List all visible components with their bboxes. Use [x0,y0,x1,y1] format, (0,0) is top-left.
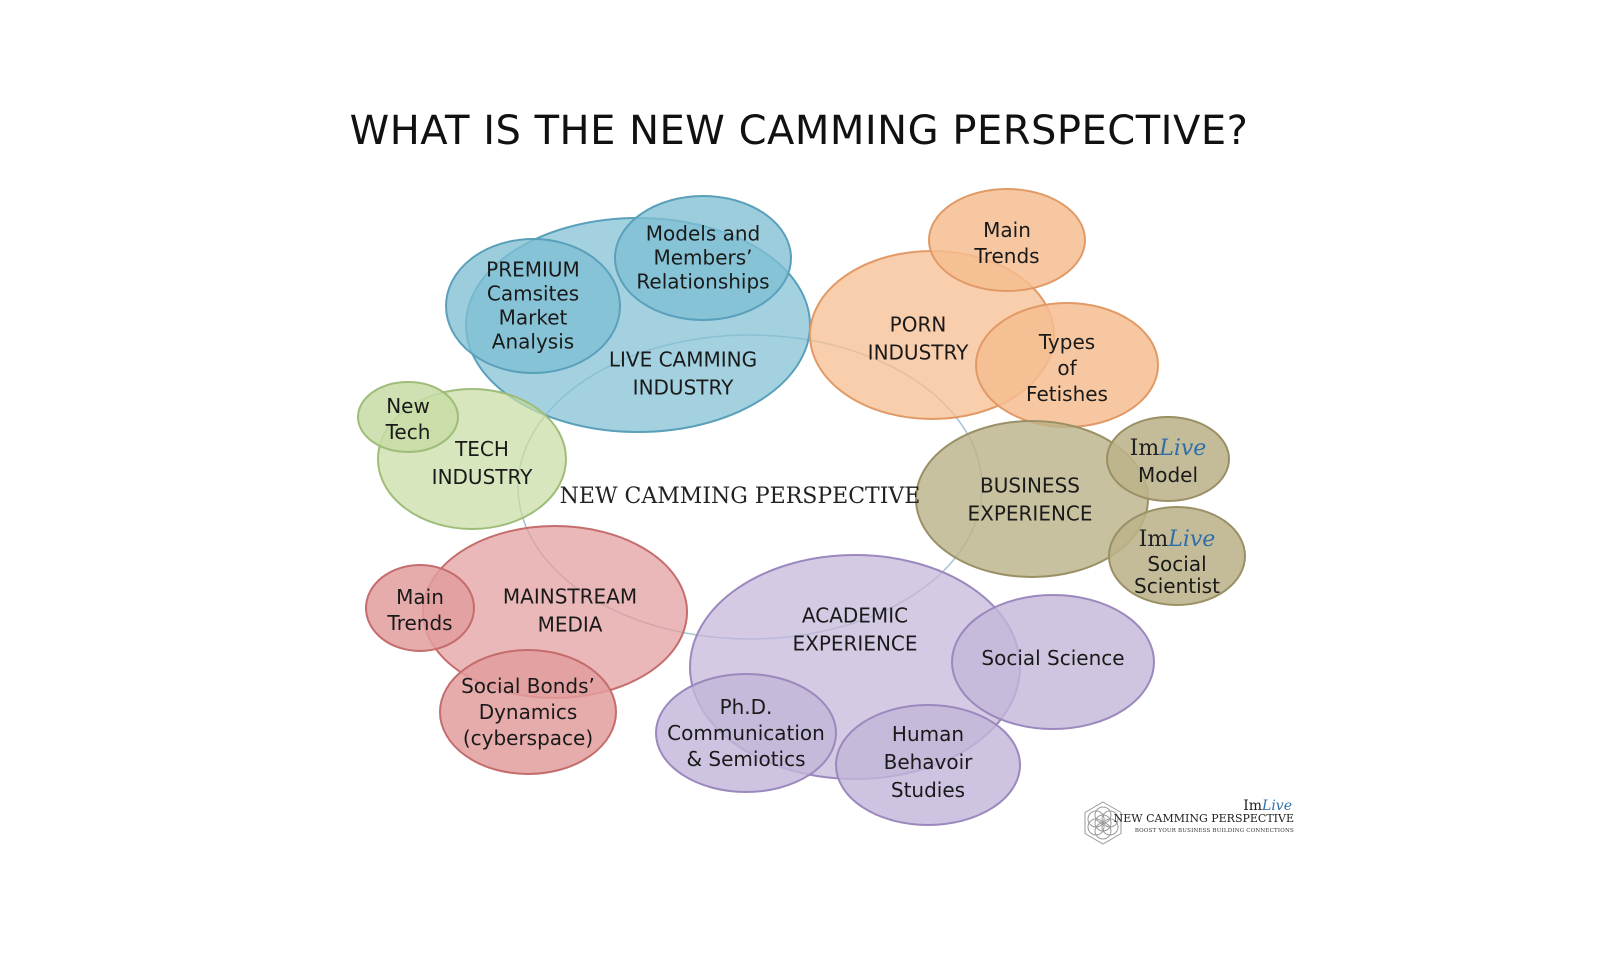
label-fetishes-line: of [1057,356,1077,380]
label-live-camming-line: LIVE CAMMING [609,347,757,371]
label-porn-trends-line: Trends [973,244,1039,268]
label-mainstream-line: MEDIA [538,612,603,636]
label-premium-line: Analysis [492,330,574,354]
label-imlive-scientist: ImLive Social Scientist [1134,527,1220,598]
bubble-premium[interactable] [445,238,621,374]
label-fetishes-line: Fetishes [1026,382,1108,406]
imlive-scientist-line-2: Scientist [1134,574,1220,598]
label-social-science: Social Science [981,646,1124,670]
label-porn-line: INDUSTRY [868,340,969,364]
label-human-behavior-line: Behavoir [884,750,974,774]
center-label: NEW CAMMING PERSPECTIVE [560,484,921,509]
bubble-media-trends[interactable] [365,564,475,652]
label-business: BUSINESS EXPERIENCE [967,473,1092,525]
label-social-bonds-line: Dynamics [479,700,578,724]
label-models-members-line: Relationships [636,270,769,294]
label-media-trends-line: Trends [386,611,452,635]
brand-imlive: ImLive [1243,798,1292,814]
label-media-trends-line: Main [396,585,444,609]
label-phd: Ph.D.Communication& Semiotics [667,695,825,771]
imlive-im-text: Im [1139,527,1169,552]
label-tech: TECH INDUSTRY [432,437,533,489]
bubble-human-behavior[interactable] [835,704,1021,826]
brand-tagline: BOOST YOUR BUSINESS BUILDING CONNECTIONS [1134,828,1294,834]
label-tech-line: INDUSTRY [432,465,533,489]
label-academic: ACADEMIC EXPERIENCE [792,603,917,655]
label-mainstream-line: MAINSTREAM [503,584,637,608]
label-models-members-line: Models and [646,222,760,246]
label-imlive-model: ImLive Model [1130,436,1207,487]
label-premium-line: Market [499,306,568,330]
label-phd-line: & Semiotics [686,747,805,771]
label-social-bonds-line: Social Bonds’ [461,674,595,698]
label-premium-line: Camsites [487,282,579,306]
label-porn-line: PORN [890,312,947,336]
imlive-live-text: Live [1167,527,1215,552]
page-title: WHAT IS THE NEW CAMMING PERSPECTIVE? [349,108,1249,154]
label-academic-line: EXPERIENCE [792,631,917,655]
label-premium-line: PREMIUM [486,258,580,282]
bubble-imlive-scientist[interactable] [1108,506,1246,606]
label-live-camming: LIVE CAMMING INDUSTRY [609,347,757,399]
label-business-line: EXPERIENCE [967,501,1092,525]
imlive-scientist-line-1: Social [1147,552,1206,576]
bubble-phd[interactable] [655,673,837,793]
brand-logo-block: ImLive NEW CAMMING PERSPECTIVE BOOST YOU… [1080,798,1300,850]
label-phd-line: Communication [667,721,825,745]
label-social-bonds-line: (cyberspace) [463,726,593,750]
label-live-camming-line: INDUSTRY [633,375,734,399]
imlive-model-text: Model [1138,463,1198,487]
svg-text:ImLive: ImLive [1139,527,1216,552]
bubble-social-science[interactable] [951,594,1155,730]
brand-live-text: Live [1262,798,1292,814]
label-porn-trends-line: Main [983,218,1031,242]
bubble-social-bonds[interactable] [439,649,617,775]
label-tech-line: TECH [454,437,509,461]
bubble-models-members[interactable] [614,195,792,321]
label-human-behavior-line: Studies [891,778,965,802]
label-phd-line: Ph.D. [720,695,773,719]
imlive-im-text: Im [1130,436,1160,461]
label-human-behavior-line: Human [892,722,964,746]
label-fetishes-line: Types [1038,330,1095,354]
label-mainstream: MAINSTREAM MEDIA [503,584,637,636]
brand-name: NEW CAMMING PERSPECTIVE [1113,812,1294,825]
label-business-line: BUSINESS [980,473,1080,497]
bubble-porn-trends[interactable] [928,188,1086,292]
bubble-new-tech[interactable] [357,381,459,453]
label-models-members-line: Members’ [653,246,752,270]
label-new-tech-line: Tech [385,420,431,444]
label-social-science-line: Social Science [981,646,1124,670]
label-social-bonds: Social Bonds’Dynamics(cyberspace) [461,674,595,750]
imlive-live-text: Live [1158,436,1206,461]
bubble-imlive-model[interactable] [1106,416,1230,502]
label-porn: PORN INDUSTRY [868,312,969,364]
svg-text:ImLive: ImLive [1130,436,1207,461]
label-academic-line: ACADEMIC [802,603,908,627]
label-new-tech-line: New [386,394,430,418]
flower-of-life-icon [1084,801,1122,845]
brand-im-text: Im [1243,798,1263,814]
